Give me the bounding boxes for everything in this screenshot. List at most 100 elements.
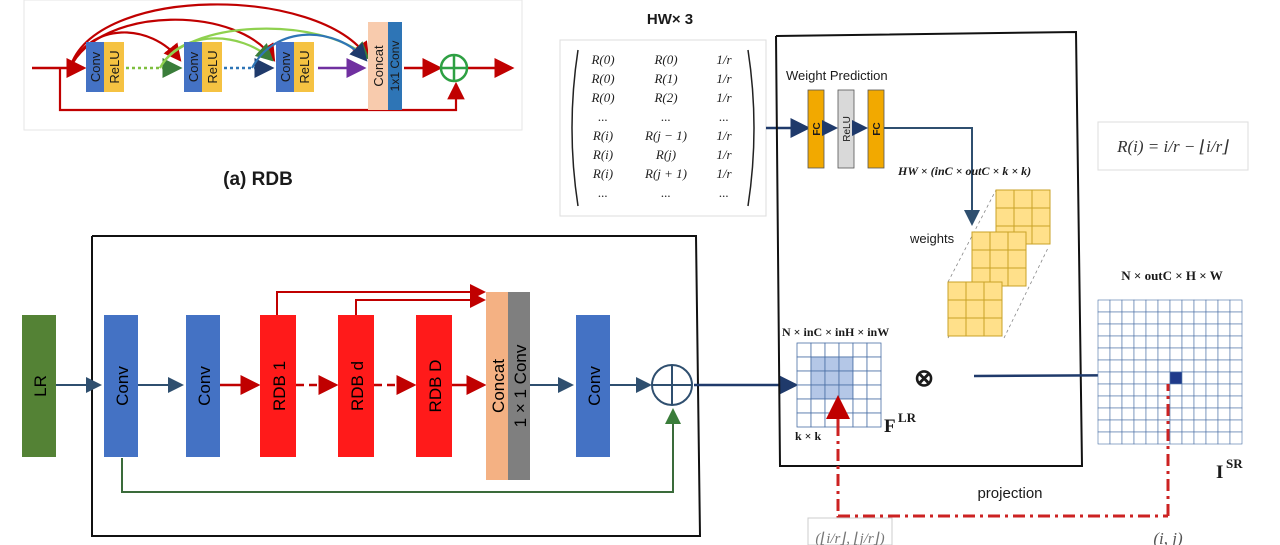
main-network: LR Conv Conv RDB 1 RDB d RDB D Concat 1 …: [22, 235, 799, 537]
output-cell: [1097, 431, 1111, 445]
output-cell: [1157, 359, 1171, 373]
output-cell: [1097, 347, 1111, 361]
feature-cell: [866, 412, 882, 428]
matrix-cell: ...: [598, 185, 608, 200]
weight-cell: [971, 249, 991, 269]
rdb-label-1: RDB 1: [270, 361, 289, 411]
output-cell: [1169, 383, 1183, 397]
output-cell: [1157, 347, 1171, 361]
feature-cell: [810, 412, 826, 428]
matrix-cell: 1/r: [716, 166, 732, 181]
output-cell: [1169, 419, 1183, 433]
feature-cell: [796, 412, 812, 428]
output-cell: [1133, 407, 1147, 421]
output-cell: [1205, 383, 1219, 397]
output-cell: [1121, 395, 1135, 409]
weight-cell: [1031, 225, 1051, 245]
weight-cell: [1007, 249, 1027, 269]
weight-cell: [1013, 189, 1033, 209]
output-cell: [1133, 431, 1147, 445]
output-cell: [1217, 395, 1231, 409]
output-cell: [1097, 335, 1111, 349]
rdb-label-d: RDB d: [348, 361, 367, 411]
rdb-block-d: [338, 315, 374, 457]
output-cell: [1193, 407, 1207, 421]
feature-cell: [852, 342, 868, 358]
lr-block: [22, 315, 56, 457]
lr-label: LR: [31, 375, 50, 397]
output-coord-label: (i, j): [1153, 529, 1183, 545]
matrix-cell: ...: [719, 185, 729, 200]
conv1x1-block: [508, 292, 530, 480]
output-cell: [1109, 431, 1123, 445]
output-cell: [1109, 335, 1123, 349]
rdb-block-1: [260, 315, 296, 457]
output-cell: [1121, 347, 1135, 361]
feature-name-sup: LR: [898, 410, 917, 425]
feature-cell: [810, 398, 826, 414]
output-cell: [1133, 299, 1147, 313]
matrix-cell: 1/r: [716, 71, 732, 86]
output-cell: [1181, 359, 1195, 373]
output-shape-label: N × outC × H × W: [1121, 268, 1222, 283]
matrix-title: HW× 3: [647, 11, 693, 28]
weight-cell: [1031, 207, 1051, 227]
rdb-inset-concat: Concat 1x1 Conv: [368, 22, 402, 110]
matrix-cell: ...: [661, 109, 671, 124]
matrix-cell: R(i): [592, 147, 613, 162]
feature-map-grid: [796, 342, 882, 428]
feature-cell: [838, 342, 854, 358]
feature-cell: [852, 384, 868, 400]
output-cell: [1181, 347, 1195, 361]
output-cell: [1229, 431, 1243, 445]
kernel-size-label: k × k: [795, 429, 822, 443]
output-cell: [1145, 311, 1159, 325]
output-cell: [1205, 347, 1219, 361]
matrix-cell: R(i): [592, 128, 613, 143]
output-cell: [1229, 371, 1243, 385]
output-cell: [1109, 395, 1123, 409]
output-cell: [1097, 383, 1111, 397]
rdb-block-big-d: [416, 315, 452, 457]
output-cell: [1193, 359, 1207, 373]
fc-layer-2-label: FC: [872, 122, 883, 135]
output-cell: [1145, 419, 1159, 433]
feature-cell: [796, 356, 812, 372]
output-cell: [1205, 311, 1219, 325]
kernel-cell: [824, 356, 840, 372]
output-cell: [1193, 335, 1207, 349]
output-cell: [1121, 335, 1135, 349]
output-cell: [1217, 335, 1231, 349]
weight-cell: [983, 281, 1003, 301]
target-pixel: [1169, 371, 1183, 385]
weight-cell: [995, 207, 1015, 227]
rdb-inset-caption: (a) RDB: [223, 169, 293, 190]
output-cell: [1205, 431, 1219, 445]
matrix-frame: [559, 39, 767, 217]
feature-cell: [838, 398, 854, 414]
output-cell: [1133, 335, 1147, 349]
rdb-label-big-d: RDB D: [426, 360, 445, 413]
conv-label-3: Conv: [585, 366, 604, 406]
output-cell: [1217, 299, 1231, 313]
output-cell: [1121, 311, 1135, 325]
weights-label: weights: [909, 231, 955, 246]
weight-cell: [947, 299, 967, 319]
output-cell: [1205, 323, 1219, 337]
output-cell: [1193, 371, 1207, 385]
output-cell: [1169, 359, 1183, 373]
matrix-cell: 1/r: [716, 52, 732, 67]
output-cell: [1145, 431, 1159, 445]
weight-cell: [965, 299, 985, 319]
output-cell: [1121, 407, 1135, 421]
output-name-sup: SR: [1226, 456, 1243, 471]
output-cell: [1145, 347, 1159, 361]
output-cell: [1109, 299, 1123, 313]
output-cell: [1145, 407, 1159, 421]
output-cell: [1229, 335, 1243, 349]
output-cell: [1121, 323, 1135, 337]
output-cell: [1133, 383, 1147, 397]
rdb-inset-block-2: Conv ReLU: [184, 42, 222, 92]
output-cell: [1205, 335, 1219, 349]
output-cell: [1157, 299, 1171, 313]
